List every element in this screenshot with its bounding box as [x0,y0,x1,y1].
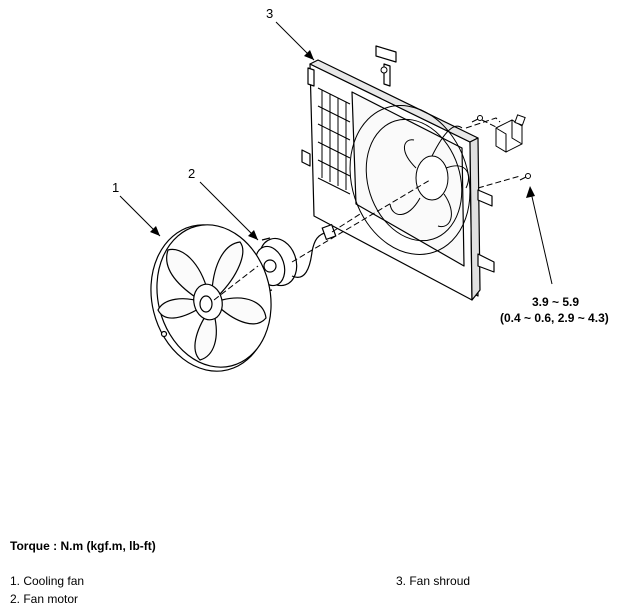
cooling-fan [150,224,272,372]
callout-3: 3 [266,6,273,21]
legend-item-fan-shroud: 3. Fan shroud [396,574,471,588]
shroud-louvres [317,87,351,195]
motor-wire [291,223,337,278]
arrowhead-1 [150,226,160,236]
legend-item-cooling-fan: 1. Cooling fan [10,574,85,588]
callout-1: 1 [112,180,119,195]
shroud-screws [380,66,531,181]
arrowhead-torque [526,186,535,198]
torque-title: Torque : N.m (kgf.m, lb-ft) [10,539,156,553]
torque-value-other: (0.4 ~ 0.6, 2.9 ~ 4.3) [500,311,609,325]
connector-block [495,114,526,153]
torque-value-nm: 3.9 ~ 5.9 [532,295,579,309]
shroud-inner-ring [349,105,471,255]
arrowhead-2 [248,230,258,240]
fan-shroud [301,45,495,301]
arrowhead-3 [304,50,314,60]
leader-2 [199,181,259,241]
leader-arrowheads [150,50,535,240]
assembly-lines [213,117,521,301]
legend-item-fan-motor: 2. Fan motor [10,592,79,606]
leader-torque [529,187,553,285]
callout-2: 2 [188,166,195,181]
exploded-fan-diagram: 1 2 3 3.9 ~ 5.9 (0.4 ~ 0.6, 2.9 ~ 4.3) [112,6,609,372]
